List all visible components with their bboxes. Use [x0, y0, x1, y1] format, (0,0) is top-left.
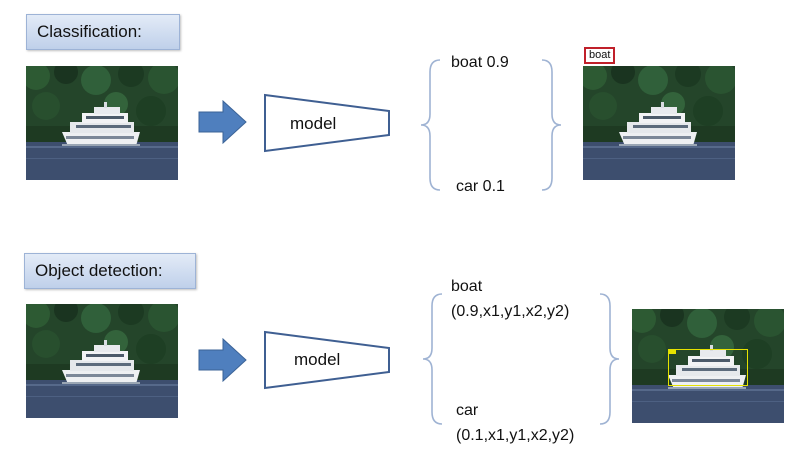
class-output-boat: boat 0.9 — [451, 54, 509, 71]
input-image-classification — [26, 66, 178, 180]
detect-output-car-name: car — [456, 402, 479, 419]
detect-output-car-values: (0.1,x1,y1,x2,y2) — [456, 427, 575, 444]
input-image-detection — [26, 304, 178, 418]
right-brace — [541, 59, 562, 191]
left-brace — [420, 59, 441, 191]
output-image-classification — [583, 66, 735, 180]
model-label: model — [290, 114, 337, 133]
detect-output-boat-values: (0.9,x1,y1,x2,y2) — [451, 303, 570, 320]
class-result-tag: boat — [584, 47, 616, 64]
detection-bounding-box — [668, 349, 748, 386]
arrow-icon — [198, 338, 247, 382]
class-output-car: car 0.1 — [456, 178, 505, 195]
detection-title: Object detection: — [24, 253, 196, 289]
model-trapezoid — [264, 93, 390, 153]
arrow-icon — [198, 100, 247, 144]
detection-box-tag — [668, 349, 676, 354]
left-brace — [422, 293, 443, 425]
model-label: model — [294, 350, 341, 369]
model-trapezoid — [264, 330, 390, 390]
right-brace — [599, 293, 620, 425]
classification-title: Classification: — [26, 14, 180, 50]
detect-output-boat-name: boat — [451, 278, 483, 295]
